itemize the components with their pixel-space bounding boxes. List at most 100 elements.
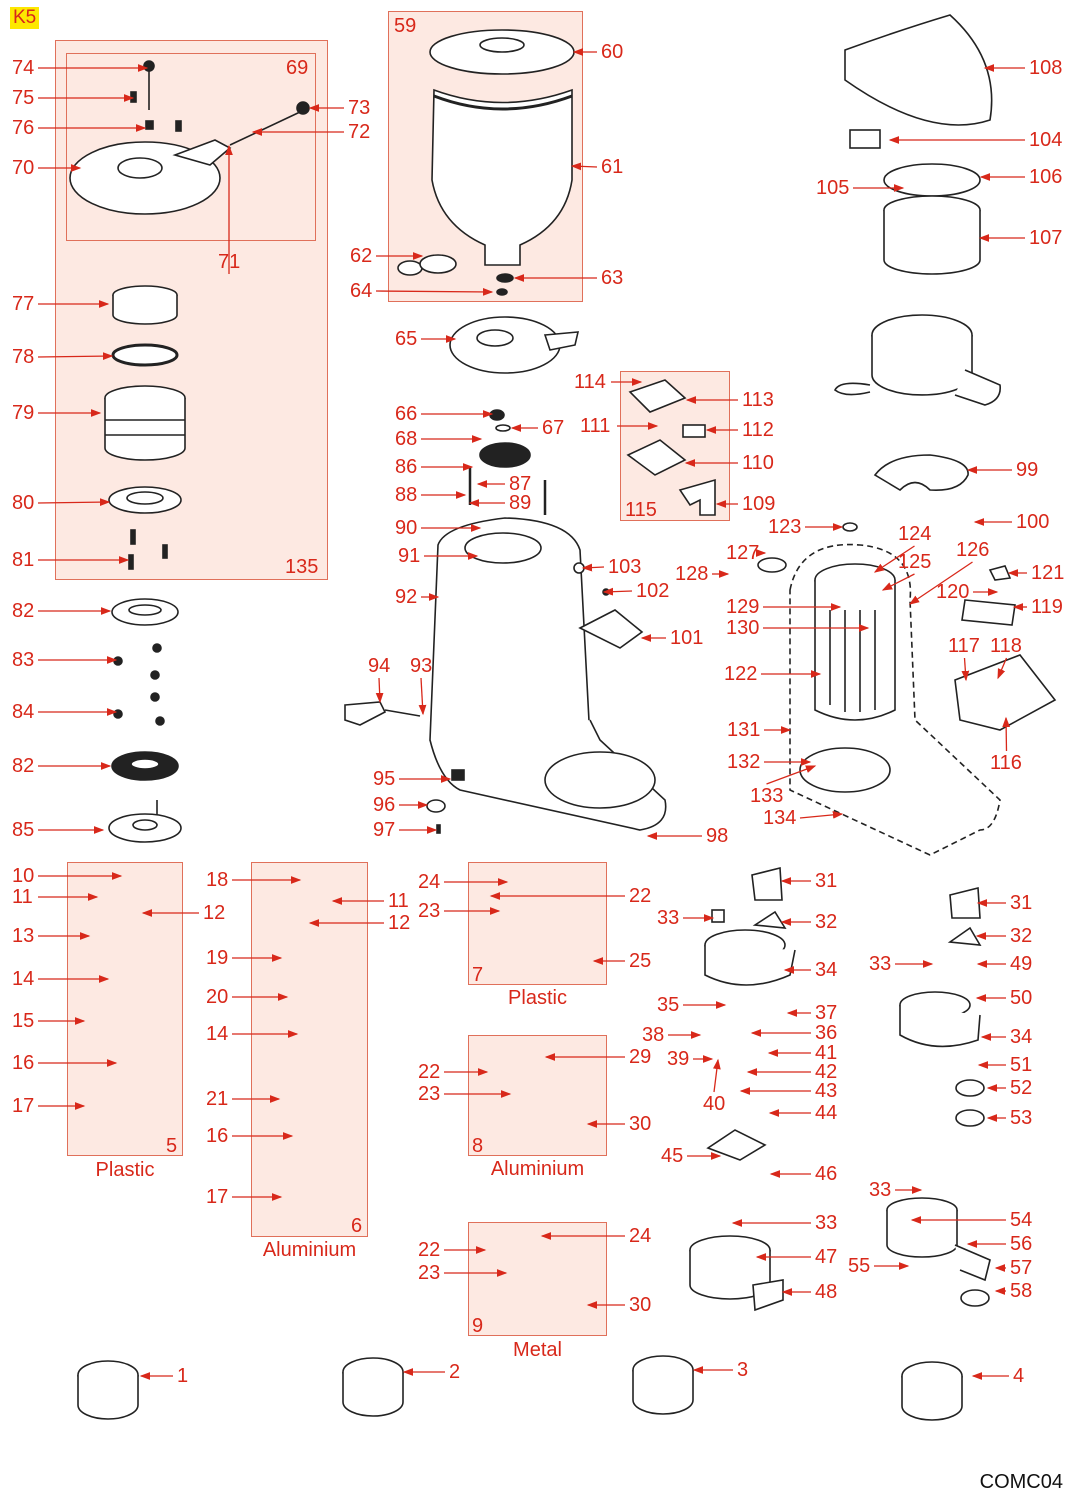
group-number-9: 9 bbox=[472, 1315, 484, 1337]
callout-label-45: 45 bbox=[661, 1145, 684, 1167]
callout-label-70: 70 bbox=[12, 157, 35, 179]
callout-label-60: 60 bbox=[601, 41, 624, 63]
variant-4-grinder bbox=[901, 1361, 963, 1421]
part-92-grinder-body bbox=[429, 517, 591, 771]
callout-label-52: 52 bbox=[1010, 1077, 1033, 1099]
callout-label-38: 38 bbox=[642, 1024, 665, 1046]
leader-arrow-80 bbox=[37, 498, 111, 507]
callout-label-103: 103 bbox=[608, 556, 642, 578]
leader-arrow-103 bbox=[581, 563, 605, 572]
callout-label-57: 57 bbox=[1010, 1257, 1033, 1279]
callout-label-23: 23 bbox=[418, 1262, 441, 1284]
callout-label-20: 20 bbox=[206, 986, 229, 1008]
callout-label-31: 31 bbox=[815, 870, 838, 892]
callout-label-82: 82 bbox=[12, 755, 35, 777]
callout-label-32: 32 bbox=[815, 911, 838, 933]
group-number-6: 6 bbox=[351, 1215, 363, 1237]
callout-label-71: 71 bbox=[218, 251, 241, 273]
callout-label-33: 33 bbox=[869, 953, 892, 975]
leader-arrow-61 bbox=[570, 162, 598, 171]
part-101-plate bbox=[578, 609, 644, 649]
part-55-doser bbox=[886, 1197, 991, 1282]
part-119-capacitor bbox=[961, 599, 1016, 626]
callout-label-107: 107 bbox=[1029, 227, 1063, 249]
callout-label-87: 87 bbox=[509, 473, 532, 495]
part-122-motor bbox=[814, 563, 896, 721]
callout-label-12: 12 bbox=[203, 902, 226, 924]
callout-label-130: 130 bbox=[726, 617, 760, 639]
caption-plastic-7: Plastic bbox=[508, 987, 567, 1009]
callout-label-17: 17 bbox=[12, 1095, 35, 1117]
callout-label-30: 30 bbox=[629, 1294, 652, 1316]
callout-label-56: 56 bbox=[1010, 1233, 1033, 1255]
leader-arrow-93 bbox=[418, 677, 427, 716]
callout-label-16: 16 bbox=[206, 1125, 229, 1147]
callout-label-102: 102 bbox=[636, 580, 670, 602]
leader-arrow-124 bbox=[873, 545, 915, 573]
leader-arrow-64 bbox=[375, 288, 494, 296]
part-48-sheet bbox=[752, 1279, 784, 1312]
callout-label-39: 39 bbox=[667, 1048, 690, 1070]
callout-label-88: 88 bbox=[395, 484, 418, 506]
callout-label-58: 58 bbox=[1010, 1280, 1033, 1302]
part-62-hopper-gate bbox=[397, 254, 457, 276]
callout-label-111: 111 bbox=[580, 415, 611, 437]
callout-label-35: 35 bbox=[657, 994, 680, 1016]
part-52-cover bbox=[955, 1079, 985, 1097]
callout-label-11: 11 bbox=[388, 890, 409, 912]
part-82-burr-top bbox=[111, 598, 179, 626]
callout-label-68: 68 bbox=[395, 428, 418, 450]
part-60-hopper-lid bbox=[429, 29, 575, 75]
group-number-5: 5 bbox=[166, 1135, 178, 1157]
group-number-69: 69 bbox=[286, 57, 309, 79]
part-113-cover bbox=[628, 379, 687, 413]
callout-label-64: 64 bbox=[350, 280, 373, 302]
part-34-doser-body-b bbox=[899, 991, 981, 1048]
part-67-washer bbox=[495, 424, 511, 432]
callout-label-72: 72 bbox=[348, 121, 371, 143]
callout-label-14: 14 bbox=[12, 968, 35, 990]
callout-label-134: 134 bbox=[763, 807, 797, 829]
callout-label-17: 17 bbox=[206, 1186, 229, 1208]
callout-label-94: 94 bbox=[368, 655, 391, 677]
callout-label-32: 32 bbox=[1010, 925, 1033, 947]
callout-label-124: 124 bbox=[898, 523, 932, 545]
group-number-115: 115 bbox=[625, 499, 657, 521]
callout-label-109: 109 bbox=[742, 493, 776, 515]
variant-3-grinder bbox=[632, 1355, 694, 1415]
assembly-box-8 bbox=[468, 1035, 607, 1156]
callout-label-62: 62 bbox=[350, 245, 373, 267]
part-95-switch bbox=[451, 769, 465, 781]
leader-arrow-116 bbox=[1002, 716, 1011, 752]
callout-label-76: 76 bbox=[12, 117, 35, 139]
callout-label-37: 37 bbox=[815, 1002, 838, 1024]
callout-label-132: 132 bbox=[727, 751, 761, 773]
part-82-burr-bottom bbox=[111, 751, 179, 781]
drawing-code: COMC04 bbox=[979, 1471, 1063, 1493]
callout-label-119: 119 bbox=[1031, 596, 1063, 618]
caption-plastic-5: Plastic bbox=[95, 1159, 155, 1181]
callout-label-23: 23 bbox=[418, 1083, 441, 1105]
callout-label-92: 92 bbox=[395, 586, 418, 608]
part-104-clip bbox=[849, 129, 881, 149]
part-61-hopper bbox=[431, 88, 573, 266]
callout-label-95: 95 bbox=[373, 768, 396, 790]
callout-label-31: 31 bbox=[1010, 892, 1033, 914]
callout-label-89: 89 bbox=[509, 492, 532, 514]
callout-label-116: 116 bbox=[990, 752, 1022, 774]
assembly-box-9 bbox=[468, 1222, 607, 1336]
callout-label-24: 24 bbox=[629, 1225, 652, 1247]
callout-label-40: 40 bbox=[703, 1093, 726, 1115]
callout-label-34: 34 bbox=[1010, 1026, 1033, 1048]
callout-label-12: 12 bbox=[388, 912, 411, 934]
callout-label-47: 47 bbox=[815, 1246, 838, 1268]
callout-label-83: 83 bbox=[12, 649, 35, 671]
callout-label-99: 99 bbox=[1016, 459, 1039, 481]
variant-1-grinder bbox=[77, 1360, 139, 1420]
callout-label-43: 43 bbox=[815, 1080, 838, 1102]
part-127-ring bbox=[757, 557, 787, 573]
callout-label-82: 82 bbox=[12, 600, 35, 622]
callout-label-114: 114 bbox=[574, 371, 606, 393]
callout-label-117: 117 bbox=[948, 635, 980, 657]
part-grinder-head bbox=[833, 314, 1002, 406]
